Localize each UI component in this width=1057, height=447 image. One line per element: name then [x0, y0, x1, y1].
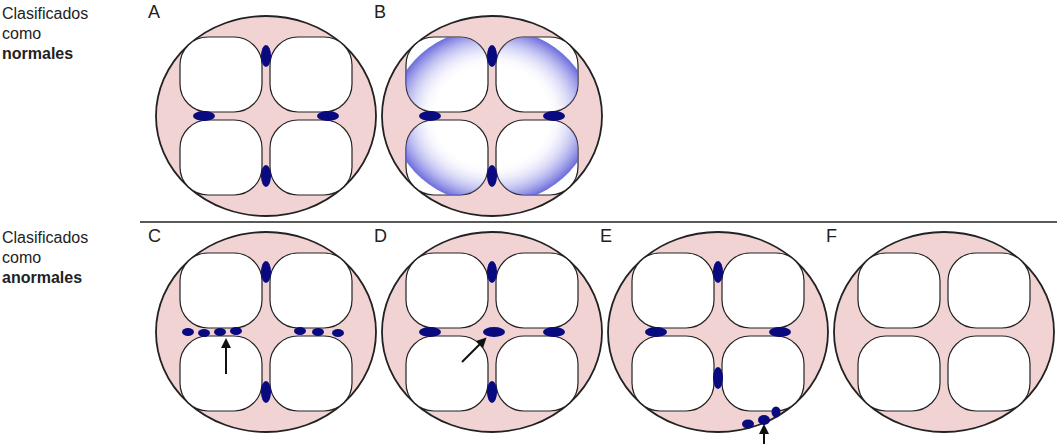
panel-letter: A [148, 2, 160, 22]
embryo-e [608, 232, 828, 444]
embryo-b [382, 16, 602, 216]
panel-letter: E [600, 226, 612, 246]
blue-spot [317, 111, 339, 121]
blue-dot [214, 328, 226, 336]
panel-letter: C [148, 226, 161, 246]
blue-dot [230, 327, 242, 335]
blue-dot [182, 328, 194, 336]
blue-spot [261, 381, 271, 403]
embryo-d [382, 232, 602, 432]
blue-spot [543, 327, 565, 337]
row-label-emphasis: anormales [2, 268, 122, 288]
embryo-body [382, 232, 602, 432]
panel-letter: B [374, 2, 386, 22]
blue-spot [713, 261, 723, 283]
divider-line [140, 221, 1057, 223]
row-label-emphasis: normales [2, 44, 122, 64]
embryo-body [608, 232, 828, 432]
panel-letter: D [374, 226, 387, 246]
embryo-f [834, 232, 1054, 432]
blue-spot [419, 111, 441, 121]
pointer-arrow [763, 429, 765, 444]
blue-dot [772, 407, 781, 418]
pointer-arrow [225, 343, 227, 374]
blue-spot-center [483, 327, 505, 337]
blue-glow [392, 28, 592, 204]
blue-spot [543, 111, 565, 121]
blue-spot [713, 367, 723, 389]
embryo-body [156, 232, 376, 432]
blue-dot [198, 329, 210, 337]
embryo-body [156, 16, 376, 216]
panel-letter: F [826, 226, 837, 246]
row-label: Clasificados como [2, 4, 112, 44]
row-label: Clasificados como [2, 228, 112, 268]
blue-spot [769, 327, 791, 337]
blue-glow-fill [392, 28, 592, 204]
blue-dot [294, 327, 306, 335]
blue-spot [261, 165, 271, 187]
embryo-a [156, 16, 376, 216]
blue-spot [487, 165, 497, 187]
blue-spot [261, 45, 271, 67]
blue-spot [261, 261, 271, 283]
blue-spot [419, 327, 441, 337]
blue-spot [193, 111, 215, 121]
blue-dot [742, 420, 754, 429]
blue-spot [645, 327, 667, 337]
embryo-body [382, 16, 602, 216]
blue-dot [758, 415, 770, 425]
blue-spot [487, 45, 497, 67]
blue-dot [332, 329, 344, 337]
blue-spot [487, 261, 497, 283]
embryo-body [834, 232, 1054, 432]
blue-dot [312, 328, 324, 336]
embryo-c [156, 232, 376, 432]
blue-spot [487, 381, 497, 403]
pointer-arrow [462, 341, 483, 362]
